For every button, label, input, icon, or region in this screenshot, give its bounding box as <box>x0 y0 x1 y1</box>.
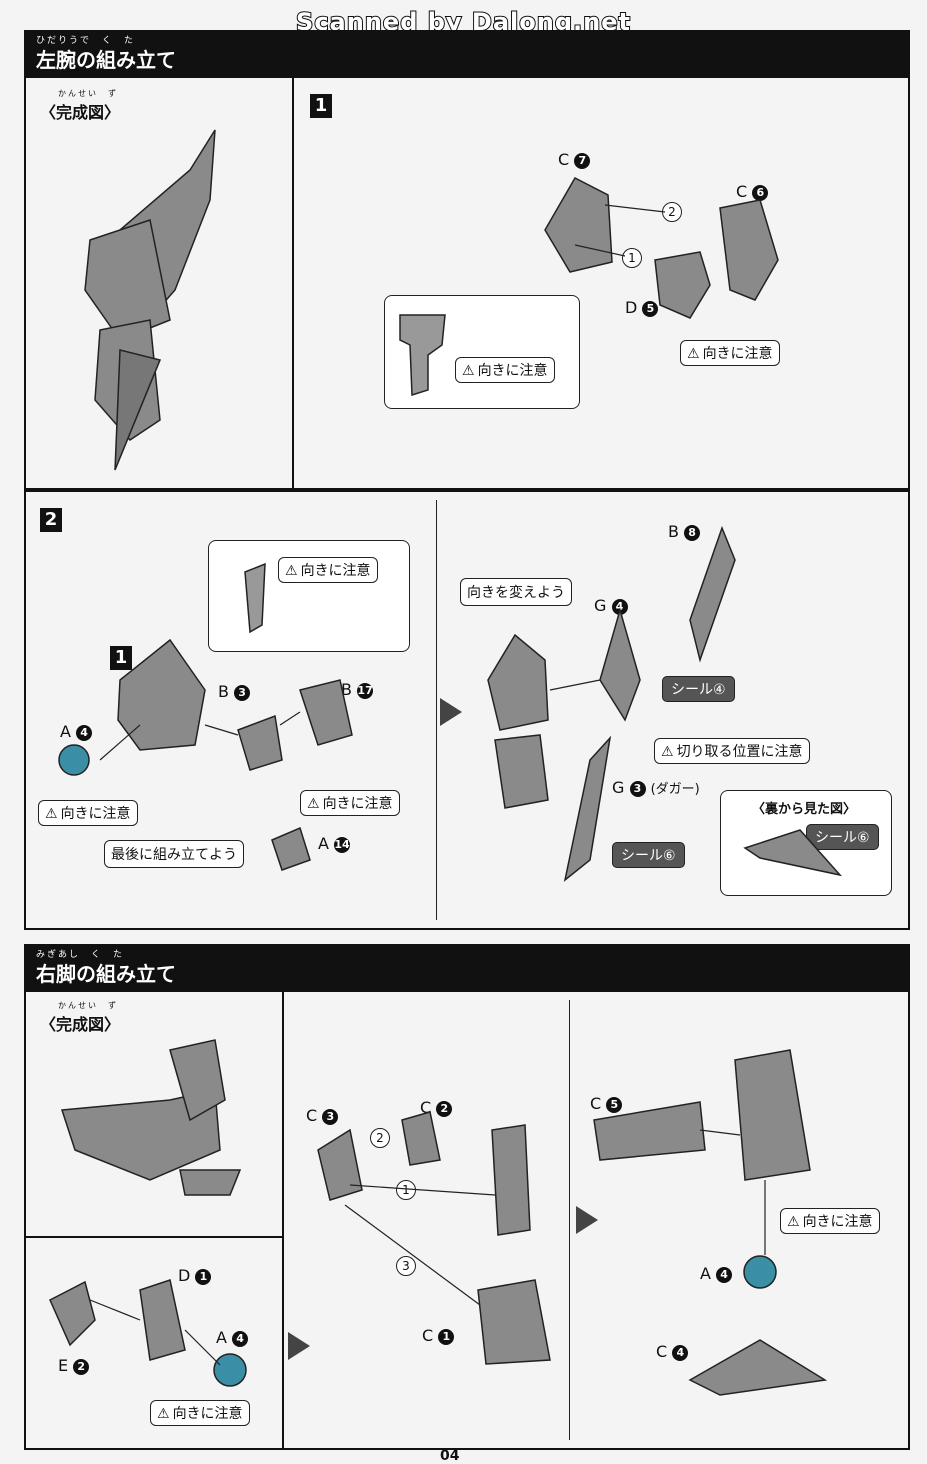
section-title: 右脚の組み立て <box>36 962 176 986</box>
part-label-a4: A 4 <box>700 1264 733 1283</box>
part-label-c4: C 4 <box>656 1342 689 1361</box>
step-number: 1 <box>310 94 332 118</box>
section-title-ruby: みぎあし く た <box>36 950 125 960</box>
right-leg-panel <box>24 990 910 1450</box>
part-label-c7: C 7 <box>558 150 591 169</box>
part-label-g3: G 3 (ダガー) <box>612 778 700 797</box>
part-label-e2: E 2 <box>58 1356 90 1375</box>
part-label-a4: A 4 <box>60 722 93 741</box>
assemble-last-note: 最後に組み立てよう <box>104 840 244 868</box>
section-title-ruby: ひだりうで く た <box>36 36 136 46</box>
page-number: 04 <box>440 1448 460 1464</box>
part-label-c3: C 3 <box>306 1106 339 1125</box>
section-banner-left-arm: ひだりうで く た 左腕の組み立て <box>24 30 910 76</box>
next-arrow-icon <box>288 1332 310 1360</box>
completed-view-caption: かんせい ず 〈完成図〉 <box>40 88 120 123</box>
orientation-warning: ⚠向きに注意 <box>278 557 378 583</box>
sticker-label: シール⑥ <box>612 842 685 868</box>
caption-label: 〈完成図〉 <box>40 1015 121 1034</box>
sticker-label: シール⑥ <box>806 824 879 850</box>
part-label-d1: D 1 <box>178 1266 212 1285</box>
caption-label: 〈完成図〉 <box>40 103 121 122</box>
step-number: 2 <box>40 508 62 532</box>
warning-icon: ⚠ <box>787 1214 800 1230</box>
orientation-warning: ⚠向きに注意 <box>680 340 780 366</box>
next-arrow-icon <box>576 1206 598 1234</box>
change-direction-note: 向きを変えよう <box>460 578 572 606</box>
part-label-a4: A 4 <box>216 1328 249 1347</box>
caption-ruby: かんせい ず <box>58 89 118 98</box>
orientation-warning: ⚠向きに注意 <box>300 790 400 816</box>
part-label-b17: B 17 <box>341 680 374 699</box>
back-view-caption: 〈裏から見た図〉 <box>752 802 857 817</box>
part-label-b3: B 3 <box>218 682 251 701</box>
warning-icon: ⚠ <box>661 744 674 760</box>
left-arm-step2-panel <box>24 490 910 930</box>
warning-icon: ⚠ <box>687 346 700 362</box>
warning-icon: ⚠ <box>307 796 320 812</box>
orientation-warning: ⚠向きに注意 <box>780 1208 880 1234</box>
part-label-c5: C 5 <box>590 1094 623 1113</box>
orientation-warning: ⚠向きに注意 <box>150 1400 250 1426</box>
order-marker-1: 1 <box>396 1180 416 1200</box>
part-label-g4: G 4 <box>594 596 628 615</box>
section-title: 左腕の組み立て <box>36 48 176 72</box>
warning-icon: ⚠ <box>157 1406 170 1422</box>
left-arm-top-panel <box>24 76 910 490</box>
orientation-warning: ⚠向きに注意 <box>455 357 555 383</box>
cut-position-warning: ⚠切り取る位置に注意 <box>654 738 810 764</box>
completed-view-caption: かんせい ず 〈完成図〉 <box>40 1000 120 1035</box>
orientation-warning: ⚠向きに注意 <box>38 800 138 826</box>
caption-ruby: かんせい ず <box>58 1001 118 1010</box>
part-label-b8: B 8 <box>668 522 701 541</box>
warning-icon: ⚠ <box>45 806 58 822</box>
part-label-d5: D 5 <box>625 298 659 317</box>
next-arrow-icon <box>440 698 462 726</box>
part-label-a14: A 14 <box>318 834 351 853</box>
part-label-c6: C 6 <box>736 182 769 201</box>
part-label-c1: C 1 <box>422 1326 455 1345</box>
order-marker-3: 3 <box>396 1256 416 1276</box>
warning-icon: ⚠ <box>462 363 475 379</box>
part-label-c2: C 2 <box>420 1098 453 1117</box>
sub-step-number: 1 <box>110 646 132 670</box>
sticker-label: シール④ <box>662 676 735 702</box>
order-marker-1: 1 <box>622 248 642 268</box>
order-marker-2: 2 <box>370 1128 390 1148</box>
section-banner-right-leg: みぎあし く た 右脚の組み立て <box>24 944 910 990</box>
warning-icon: ⚠ <box>285 563 298 579</box>
